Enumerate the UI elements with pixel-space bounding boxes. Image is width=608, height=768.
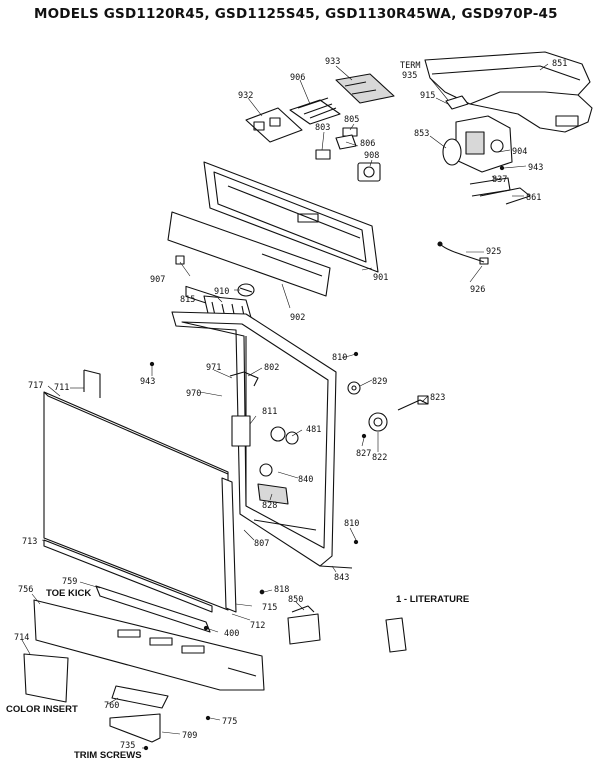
switch-bracket-932	[245, 107, 303, 143]
callout-828: 828	[262, 501, 277, 511]
gear-822	[368, 412, 388, 432]
callout-853: 853	[414, 129, 429, 139]
label-color-insert: COLOR INSERT	[6, 704, 78, 715]
callout-901: 901	[373, 273, 388, 283]
callout-932: 932	[238, 91, 253, 101]
callout-760: 760	[104, 701, 119, 711]
wire-925-926	[437, 241, 489, 265]
tray-933	[335, 73, 395, 104]
callout-805: 805	[344, 115, 359, 125]
side-trim-715	[221, 477, 237, 613]
callout-712: 712	[250, 621, 265, 631]
callout-806: 806	[360, 139, 375, 149]
callout-759: 759	[62, 577, 77, 587]
callout-735: 735	[120, 741, 135, 751]
callout-970: 970	[186, 389, 201, 399]
trim-709	[109, 713, 161, 743]
callout-810-top: 810	[332, 353, 347, 363]
switch-group-906	[289, 97, 341, 125]
callout-943-mid: 943	[140, 377, 155, 387]
callout-943-top: 943	[528, 163, 543, 173]
callout-713: 713	[22, 537, 37, 547]
callout-915: 915	[420, 91, 435, 101]
trim-760	[111, 685, 169, 709]
callout-717: 717	[28, 381, 43, 391]
arm-823	[397, 395, 429, 411]
callout-827: 827	[356, 449, 371, 459]
callout-756: 756	[18, 585, 33, 595]
callout-775: 775	[222, 717, 237, 727]
callout-481: 481	[306, 425, 321, 435]
callout-802: 802	[264, 363, 279, 373]
diagram-title: MODELS GSD1120R45, GSD1125S45, GSD1130R4…	[34, 6, 558, 22]
callout-851: 851	[552, 59, 567, 69]
callout-823: 823	[430, 393, 445, 403]
callout-935: 935	[402, 71, 417, 81]
timer-knob-908	[357, 162, 381, 182]
bracket-850	[287, 605, 321, 645]
color-insert-714	[23, 653, 69, 703]
toe-kick-759	[95, 585, 211, 633]
callout-400: 400	[224, 629, 239, 639]
callout-803: 803	[315, 123, 330, 133]
callout-715: 715	[262, 603, 277, 613]
callout-933: 933	[325, 57, 340, 67]
callout-837: 837	[492, 175, 507, 185]
clip-907	[175, 255, 185, 265]
inner-door-802	[171, 311, 353, 569]
callout-850: 850	[288, 595, 303, 605]
callout-labels: 933 851 TERM 935 906 915 932 805 803 853…	[6, 57, 567, 761]
callout-910: 910	[214, 287, 229, 297]
part-829	[347, 381, 361, 395]
callout-925: 925	[486, 247, 501, 257]
callout-807: 807	[254, 539, 269, 549]
callout-709: 709	[182, 731, 197, 741]
kick-panel-756	[33, 599, 265, 691]
door-latch-and-dispenser	[229, 371, 317, 531]
callout-904: 904	[512, 147, 527, 157]
outer-door-717	[43, 369, 229, 611]
bracket-837-861	[469, 177, 531, 205]
terminal-block-935	[445, 95, 469, 110]
callout-829: 829	[372, 377, 387, 387]
label-trim-screws: TRIM SCREWS	[74, 750, 142, 761]
callout-843: 843	[334, 573, 349, 583]
callout-810-bottom: 810	[344, 519, 359, 529]
label-toe-kick: TOE KICK	[46, 588, 91, 599]
literature-booklet	[385, 617, 407, 653]
leader-lines	[21, 63, 549, 749]
callout-926: 926	[470, 285, 485, 295]
label-literature: 1 - LITERATURE	[396, 594, 469, 605]
callout-902: 902	[290, 313, 305, 323]
callout-861: 861	[526, 193, 541, 203]
callout-822: 822	[372, 453, 387, 463]
callout-term: TERM	[400, 61, 420, 71]
callout-907: 907	[150, 275, 165, 285]
callout-815: 815	[180, 295, 195, 305]
callout-714: 714	[14, 633, 29, 643]
timer-904	[442, 115, 513, 173]
control-panel-901	[203, 161, 379, 273]
knob-910	[237, 283, 255, 297]
callout-818: 818	[274, 585, 289, 595]
callout-971: 971	[206, 363, 221, 373]
callout-840: 840	[298, 475, 313, 485]
screws	[143, 165, 505, 751]
callout-908: 908	[364, 151, 379, 161]
callout-811: 811	[262, 407, 277, 417]
vent-duct-851	[424, 51, 593, 133]
callout-906: 906	[290, 73, 305, 83]
trim-strip-713	[43, 539, 213, 613]
callout-711: 711	[54, 383, 69, 393]
